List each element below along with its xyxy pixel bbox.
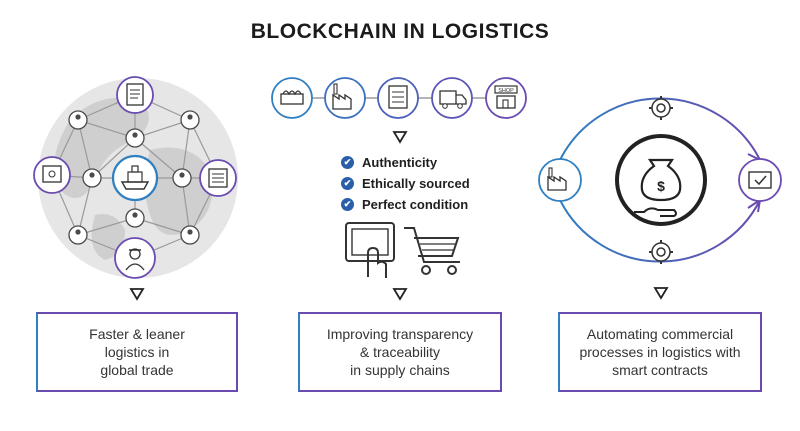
checklist: ✔ Authenticity ✔ Ethically sourced ✔ Per…: [341, 152, 470, 215]
checkmark-icon: ✔: [341, 156, 354, 169]
truck-icon: [431, 77, 473, 119]
caption-box-trade: Faster & leaner logistics in global trad…: [36, 312, 238, 392]
supply-chain-row: SHOP: [271, 77, 527, 119]
check-label: Perfect condition: [362, 197, 469, 212]
delivered-box-icon: [738, 158, 782, 202]
svg-text:$: $: [657, 178, 665, 194]
smart-contract-cycle: $: [538, 96, 782, 264]
check-label: Authenticity: [362, 155, 438, 170]
shop-icon: [485, 77, 527, 119]
worker-icon: [114, 237, 156, 279]
checkmark-icon: ✔: [341, 177, 354, 190]
globe-network: [33, 76, 238, 279]
check-item-ethically-sourced: ✔ Ethically sourced: [341, 173, 470, 194]
shopping-cart-icon: [404, 227, 460, 275]
person-node-icon: [68, 225, 88, 245]
checkmark-icon: ✔: [341, 198, 354, 211]
caption-text: Faster & leaner logistics in global trad…: [89, 326, 185, 378]
person-node-icon: [180, 110, 200, 130]
person-node-icon: [180, 225, 200, 245]
down-arrow-icon: [392, 131, 408, 144]
check-label: Ethically sourced: [362, 176, 470, 191]
person-node-icon: [172, 168, 192, 188]
check-item-perfect-condition: ✔ Perfect condition: [341, 194, 470, 215]
caption-text: Automating commercial processes in logis…: [579, 326, 741, 378]
warehouse-icon: [377, 77, 419, 119]
document-icon: [116, 76, 154, 114]
raw-materials-icon: [271, 77, 313, 119]
person-node-icon: [125, 208, 145, 228]
down-arrow-icon: [129, 288, 145, 301]
money-hand-icon: [615, 134, 707, 226]
caption-box-contracts: Automating commercial processes in logis…: [558, 312, 762, 392]
down-arrow-icon: [653, 287, 669, 300]
down-arrow-icon: [392, 288, 408, 301]
caption-box-transparency: Improving transparency & traceability in…: [298, 312, 502, 392]
ship-icon: [111, 154, 159, 202]
touch-screen-icon: [345, 222, 395, 278]
person-node-icon: [68, 110, 88, 130]
caption-text: Improving transparency & traceability in…: [326, 326, 474, 378]
shop-sign-label: SHOP: [498, 88, 514, 94]
check-item-authenticity: ✔ Authenticity: [341, 152, 470, 173]
diagram-title: BLOCKCHAIN IN LOGISTICS: [250, 20, 550, 43]
person-node-icon: [82, 168, 102, 188]
person-node-icon: [125, 128, 145, 148]
